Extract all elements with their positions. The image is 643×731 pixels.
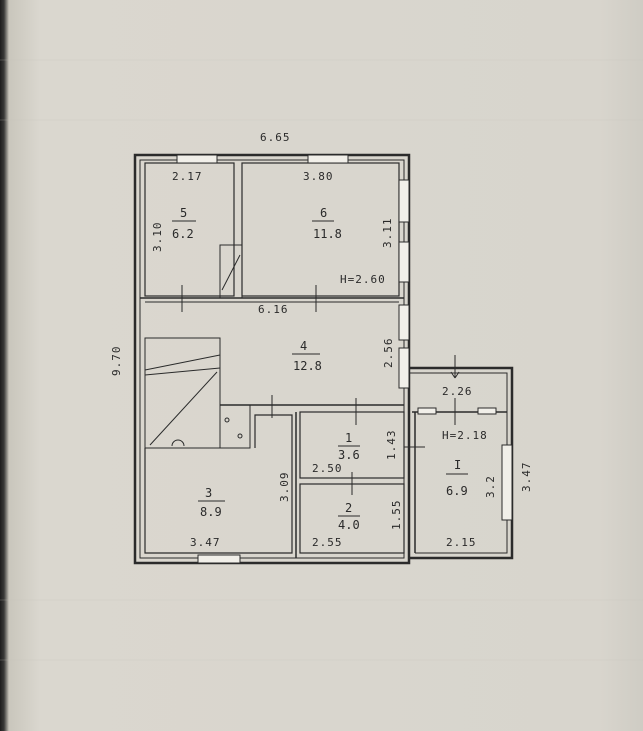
windows xyxy=(176,154,513,564)
room-5: 2.17 3.10 5 6.2 xyxy=(151,170,203,253)
room-3-width: 3.47 xyxy=(190,536,221,549)
room-2-area: 4.0 xyxy=(338,518,360,532)
staircase xyxy=(144,354,221,447)
room-2-number: 2 xyxy=(345,501,352,515)
room-5-number: 5 xyxy=(180,206,187,220)
room-4-area: 12.8 xyxy=(293,359,322,373)
room-1-width: 2.50 xyxy=(312,462,343,475)
window-room3 xyxy=(197,554,241,564)
room-2: 2 4.0 2.55 1.55 xyxy=(312,500,403,550)
room-6-number: 6 xyxy=(320,206,327,220)
overall-height-label: 9.70 xyxy=(110,346,123,377)
window-room4-east-2 xyxy=(398,347,410,389)
room-1: 1 3.6 2.50 1.43 xyxy=(312,430,398,476)
window-room6 xyxy=(307,154,349,164)
door-marks xyxy=(181,285,460,495)
room-6-width: 3.80 xyxy=(303,170,334,183)
window-room6-east-2 xyxy=(398,241,410,283)
room-2-height: 1.55 xyxy=(390,500,403,531)
room-3-area: 8.9 xyxy=(200,505,222,519)
window-room5 xyxy=(176,154,218,164)
outer-walls xyxy=(133,153,411,565)
overall-width-label: 6.65 xyxy=(260,131,291,144)
window-room6-east xyxy=(398,179,410,223)
room-6-ceiling: H=2.60 xyxy=(340,273,386,286)
room-4-width: 6.16 xyxy=(258,303,289,316)
room-4-number: 4 xyxy=(300,339,307,353)
room-1-height: 1.43 xyxy=(385,430,398,461)
window-porch-2 xyxy=(477,407,497,415)
window-room4-east xyxy=(398,304,410,341)
room-I-width: 2.15 xyxy=(446,536,477,549)
room-I-number: I xyxy=(454,458,461,472)
room-5-height: 3.10 xyxy=(151,222,164,253)
room-I: I 6.9 2.15 3.2 xyxy=(446,458,497,549)
room-I-area: 6.9 xyxy=(446,484,468,498)
room-3: 3 8.9 3.47 3.09 xyxy=(190,472,291,550)
room-I-height: 3.2 xyxy=(484,475,497,498)
room-6-height: 3.11 xyxy=(381,218,394,249)
porch-ceiling: H=2.18 xyxy=(442,429,488,442)
room-1-area: 3.6 xyxy=(338,448,360,462)
room-5-area: 6.2 xyxy=(172,227,194,241)
room-3-number: 3 xyxy=(205,486,212,500)
interior-walls xyxy=(140,162,405,558)
room-2-width: 2.55 xyxy=(312,536,343,549)
porch: 2.26 H=2.18 xyxy=(442,385,488,442)
window-room-I xyxy=(501,444,513,521)
room-6: 3.80 3.11 6 11.8 H=2.60 xyxy=(303,170,394,286)
porch-width: 2.26 xyxy=(442,385,473,398)
room-1-number: 1 xyxy=(345,431,352,445)
room-6-area: 11.8 xyxy=(313,227,342,241)
room-3-height: 3.09 xyxy=(278,472,291,503)
paper-grid xyxy=(0,59,643,661)
annex-height-label: 3.47 xyxy=(520,462,533,493)
room-4-height: 2.56 xyxy=(382,338,395,369)
room-5-width: 2.17 xyxy=(172,170,203,183)
room-4: 6.16 2.56 4 12.8 xyxy=(258,303,395,373)
window-porch xyxy=(417,407,437,415)
